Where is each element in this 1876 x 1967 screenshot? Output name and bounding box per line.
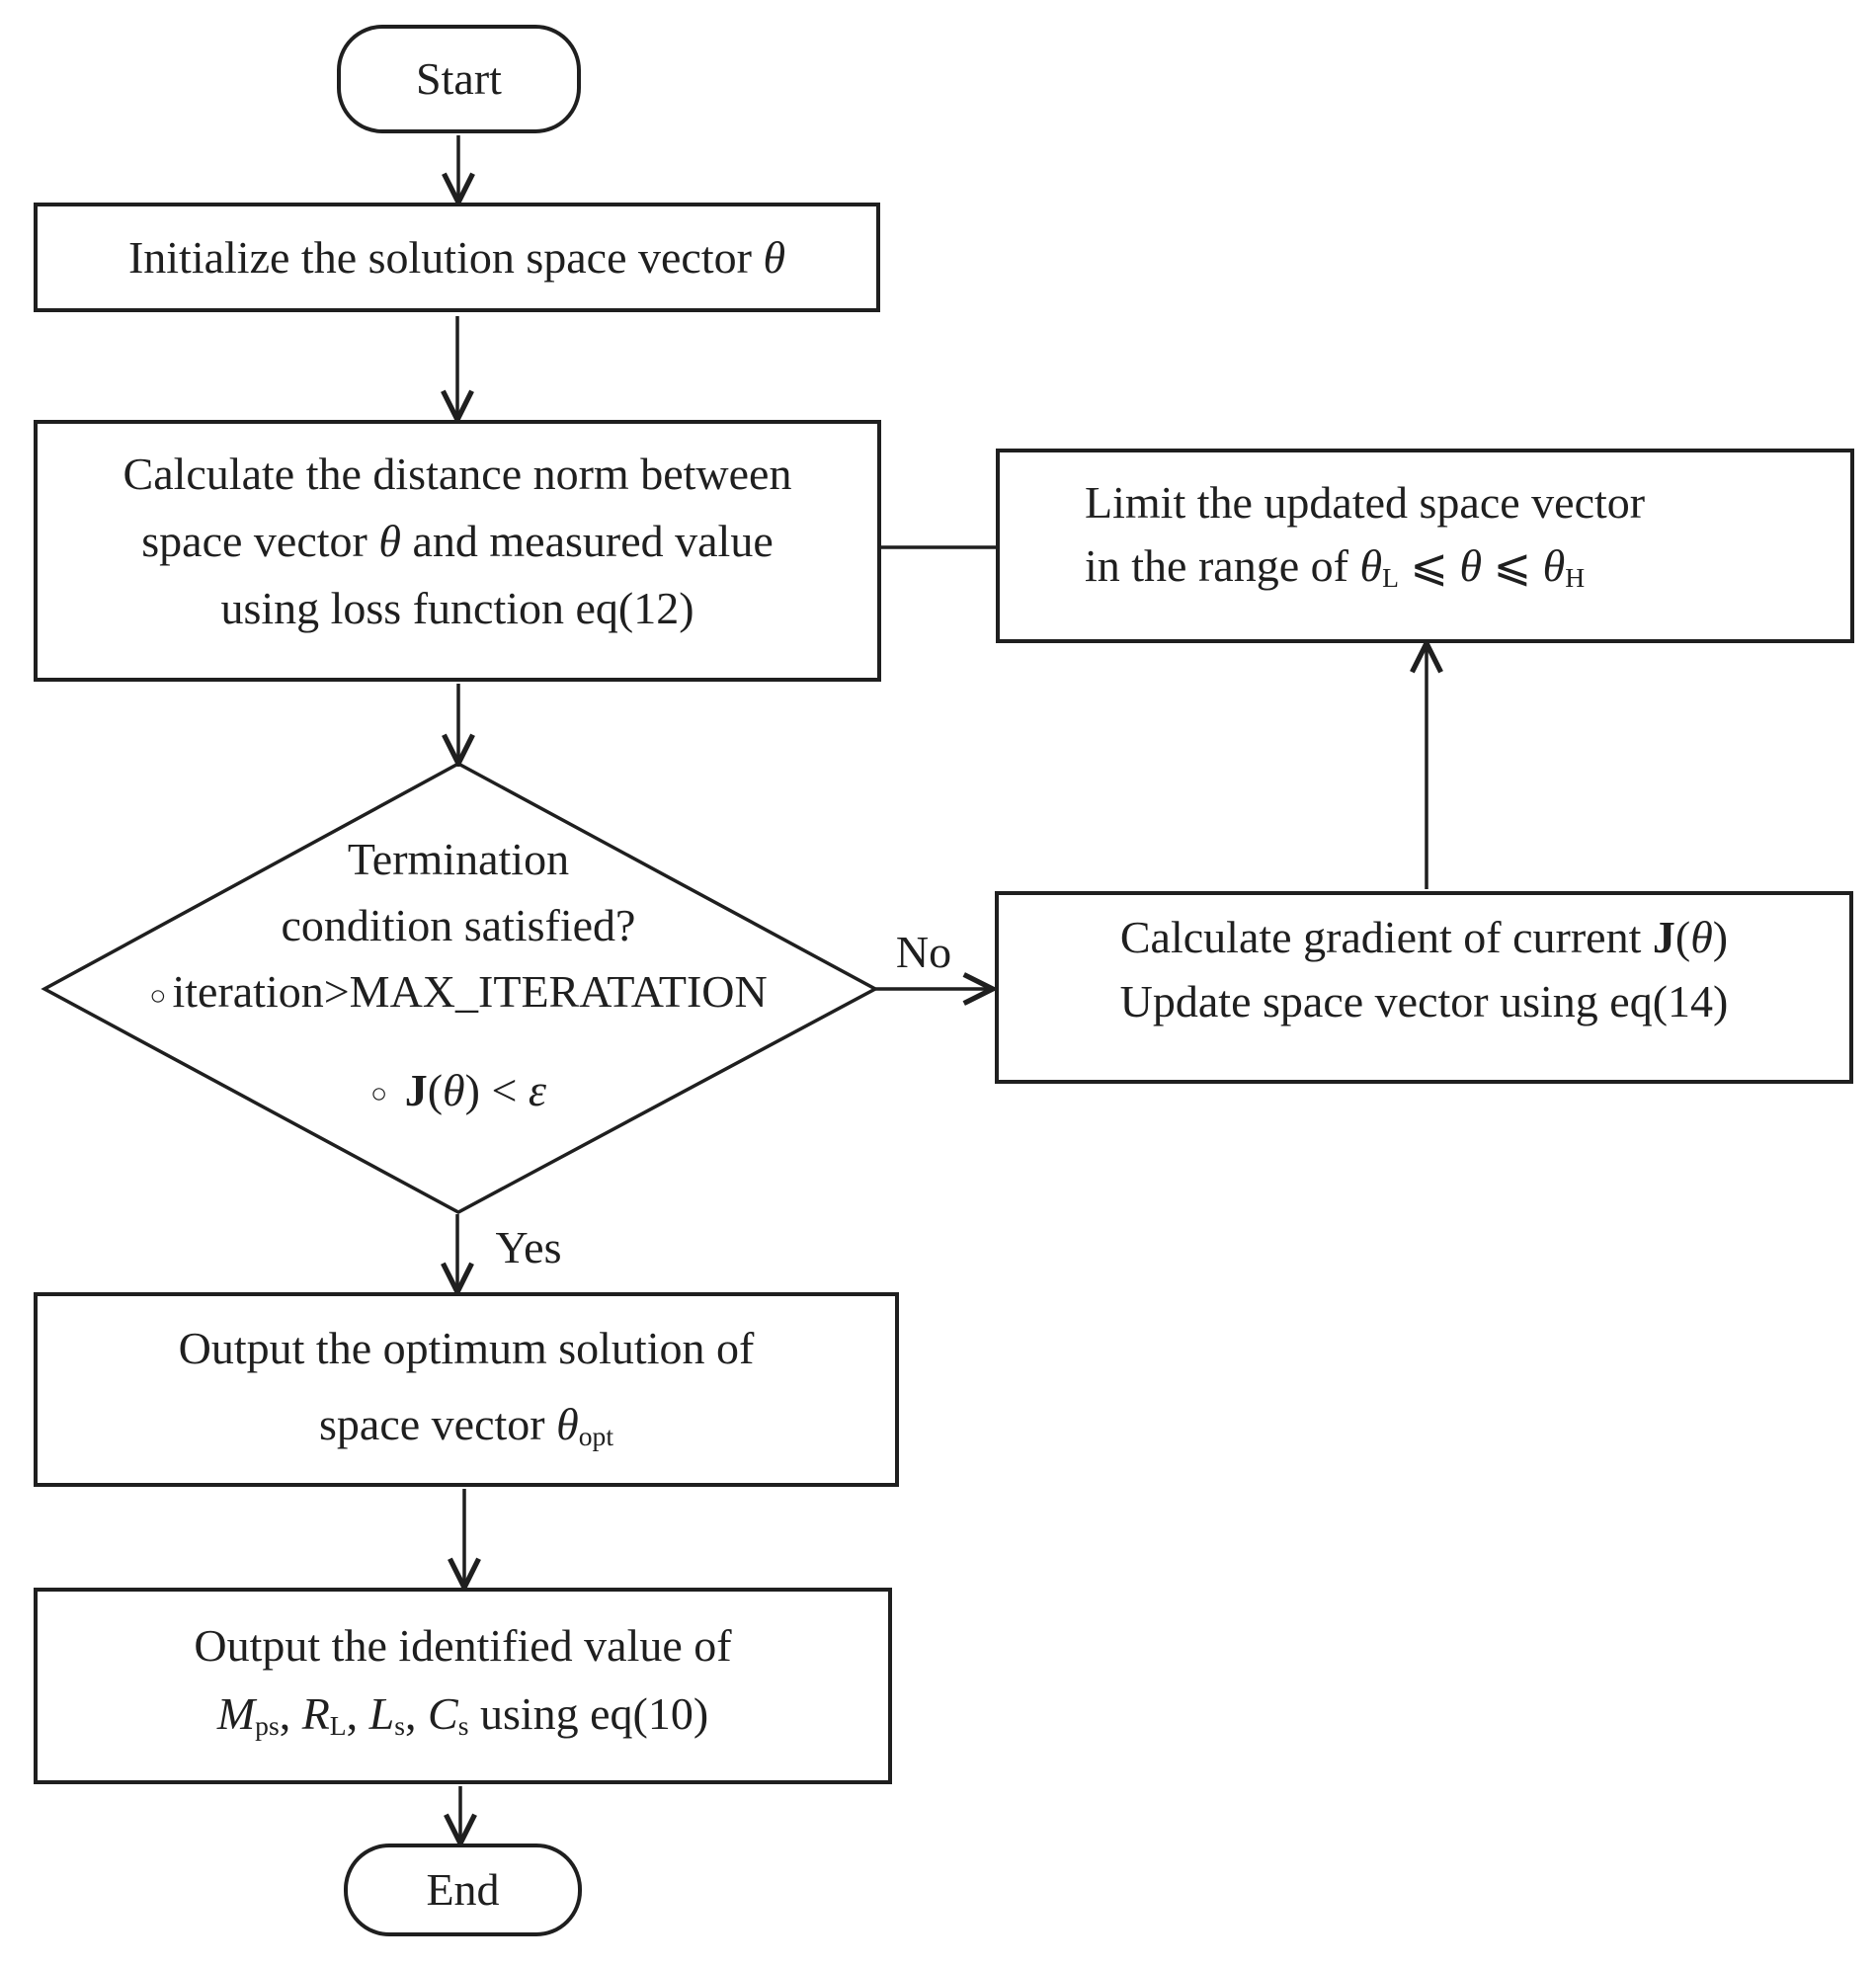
text-segment: ( xyxy=(427,1064,444,1115)
text-segment: opt xyxy=(578,1421,613,1452)
text-segment: using loss function eq(12) xyxy=(220,582,694,633)
text-segment: < xyxy=(479,1064,529,1115)
text-segment: , xyxy=(346,1688,369,1740)
text-segment: L xyxy=(1382,562,1399,594)
calc-distance-line-1: Calculate the distance norm between xyxy=(123,441,792,508)
text-segment: L xyxy=(368,1688,395,1740)
text-segment: ( xyxy=(1674,911,1691,962)
yes-edge-label: Yes xyxy=(495,1221,562,1272)
text-segment: space vector xyxy=(319,1399,557,1450)
text-segment: θ xyxy=(378,515,401,566)
decision-condition-loss: ○ J(θ) < ε xyxy=(61,1057,856,1128)
text-segment: J xyxy=(1652,911,1675,962)
text-segment: Limit the updated space vector xyxy=(1085,477,1646,529)
calc-distance-line-2: space vector θ and measured value xyxy=(141,508,774,575)
calc-gradient-box: Calculate gradient of current J(θ) Updat… xyxy=(995,891,1853,1084)
text-segment: L xyxy=(329,1710,347,1742)
text-segment: Calculate the distance norm between xyxy=(122,448,792,499)
decision-diamond-text: Termination condition satisfied? ○iterat… xyxy=(61,826,856,1127)
end-label: End xyxy=(426,1864,500,1915)
text-segment: Termination xyxy=(347,834,570,884)
text-segment: θ xyxy=(1459,540,1483,592)
start-node: Start xyxy=(337,25,581,133)
text-segment: ○ xyxy=(149,980,167,1012)
limit-vector-line-1: Limit the updated space vector xyxy=(1085,471,1645,534)
text-segment: , xyxy=(279,1688,302,1740)
decision-diamond-shape xyxy=(41,762,879,1214)
text-segment: M xyxy=(216,1688,256,1740)
text-segment: θ xyxy=(1359,540,1383,592)
text-segment: ) xyxy=(464,1064,480,1115)
calc-distance-line-3: using loss function eq(12) xyxy=(220,575,693,642)
text-segment: Output the optimum solution of xyxy=(178,1323,755,1374)
text-segment: ε xyxy=(528,1064,547,1115)
decision-line-1: Termination xyxy=(61,826,856,892)
limit-vector-line-2: in the range of θL ⩽ θ ⩽ θH xyxy=(1085,534,1585,610)
text-segment: C xyxy=(428,1688,458,1740)
output-optimum-line-2: space vector θopt xyxy=(319,1386,613,1474)
text-segment: ps xyxy=(255,1710,280,1742)
output-optimum-line-1: Output the optimum solution of xyxy=(179,1310,755,1386)
text-segment: ⩽ xyxy=(1482,540,1543,592)
no-edge-label: No xyxy=(895,926,952,977)
text-segment: H xyxy=(1565,562,1586,594)
text-segment: R xyxy=(301,1688,330,1740)
decision-line-2: condition satisfied? xyxy=(61,892,856,958)
output-optimum-box: Output the optimum solution of space vec… xyxy=(34,1292,899,1487)
text-segment: ⩽ xyxy=(1398,540,1460,592)
text-segment: θ xyxy=(443,1064,465,1115)
text-segment: ○ xyxy=(369,1079,388,1110)
start-label: Start xyxy=(416,53,502,104)
output-identified-box: Output the identified value of Mps, RL, … xyxy=(34,1588,892,1784)
text-segment: using eq(10) xyxy=(468,1688,709,1740)
output-identified-line-1: Output the identified value of xyxy=(194,1611,731,1680)
text-segment: condition satisfied? xyxy=(281,900,636,950)
text-segment: s xyxy=(394,1710,405,1742)
text-segment: θ xyxy=(763,231,786,283)
text-segment: and measured value xyxy=(400,515,774,566)
decision-condition-iteration: ○iteration>MAX_ITERATATION xyxy=(61,958,856,1029)
text-segment: θ xyxy=(1690,911,1713,962)
text-segment: ) xyxy=(1712,911,1729,962)
text-segment: Calculate gradient of current xyxy=(1119,911,1653,962)
initialize-box: Initialize the solution space vector θ xyxy=(34,203,880,312)
calc-gradient-line-1: Calculate gradient of current J(θ) xyxy=(1120,905,1728,969)
text-segment: s xyxy=(457,1710,469,1742)
text-segment: J xyxy=(404,1064,428,1115)
text-segment: Output the identified value of xyxy=(194,1620,732,1672)
text-segment: , xyxy=(405,1688,428,1740)
end-node: End xyxy=(344,1844,582,1936)
text-segment: iteration>MAX_ITERATATION xyxy=(172,966,768,1017)
text-segment: in the range of xyxy=(1085,540,1360,592)
text-segment: Initialize the solution space vector xyxy=(127,231,764,283)
text-segment xyxy=(393,1065,405,1115)
text-segment: Update space vector using eq(14) xyxy=(1119,975,1729,1026)
limit-vector-box: Limit the updated space vector in the ra… xyxy=(996,449,1854,643)
output-identified-line-2: Mps, RL, Ls, Cs using eq(10) xyxy=(217,1680,708,1760)
text-segment: space vector xyxy=(141,515,379,566)
calc-distance-box: Calculate the distance norm between spac… xyxy=(34,420,881,682)
calc-gradient-line-2: Update space vector using eq(14) xyxy=(1120,969,1729,1033)
text-segment: θ xyxy=(1542,540,1566,592)
initialize-text: Initialize the solution space vector θ xyxy=(128,224,785,291)
text-segment: θ xyxy=(556,1399,579,1450)
